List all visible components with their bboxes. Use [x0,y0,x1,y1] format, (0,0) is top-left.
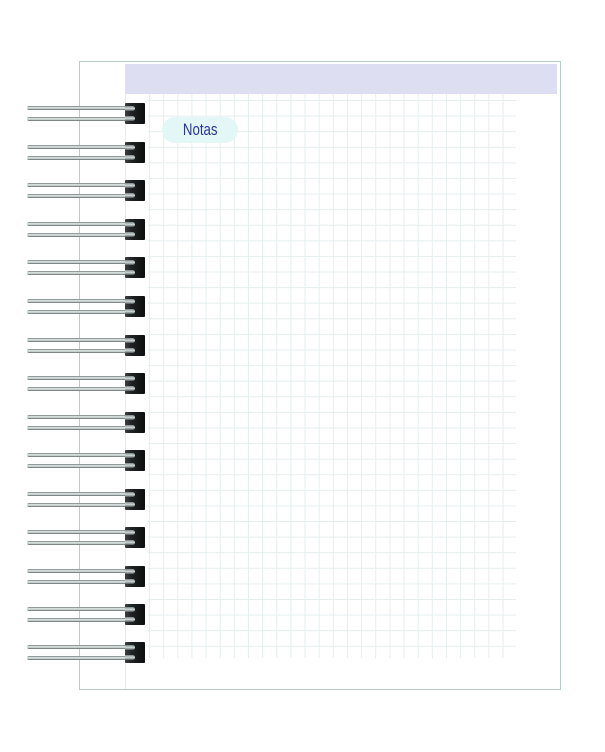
spiral-coil-icon [27,527,147,548]
grid-paper[interactable] [148,94,516,658]
coil-wire-end [125,617,135,622]
coil-hole [125,257,145,278]
coil-wire-end [125,463,135,468]
coil-hole [125,373,145,394]
coil-wire-bottom [27,233,139,237]
coil-wire-end [125,386,135,391]
coil-wire-bottom [27,156,139,160]
spiral-coil-icon [27,604,147,625]
coil-wire-end [125,338,135,343]
coil-wire-bottom [27,194,139,198]
coil-hole [125,103,145,124]
coil-wire-bottom [27,117,139,121]
spiral-coil-icon [27,257,147,278]
coil-hole [125,142,145,163]
spiral-coil-icon [27,219,147,240]
coil-wire-bottom [27,503,139,507]
coil-wire-top [27,338,139,342]
spiral-coil-icon [27,566,147,587]
coil-wire-top [27,415,139,419]
coil-wire-end [125,579,135,584]
coil-wire-top [27,183,139,187]
coil-wire-end [125,655,135,660]
coil-wire-bottom [27,580,139,584]
coil-wire-top [27,530,139,534]
coil-wire-end [125,492,135,497]
coil-wire-end [125,183,135,188]
coil-wire-end [125,309,135,314]
coil-hole [125,335,145,356]
coil-hole [125,642,145,663]
coil-wire-end [125,453,135,458]
coil-wire-end [125,299,135,304]
notes-section-label: Notas [182,120,218,139]
coil-wire-top [27,569,139,573]
coil-wire-top [27,299,139,303]
coil-wire-end [125,569,135,574]
coil-wire-end [125,376,135,381]
coil-wire-bottom [27,349,139,353]
spiral-coil-icon [27,642,147,663]
coil-wire-end [125,607,135,612]
coil-wire-top [27,145,139,149]
coil-hole [125,180,145,201]
spiral-coil-icon [27,412,147,433]
coil-hole [125,296,145,317]
coil-wire-bottom [27,310,139,314]
coil-hole [125,219,145,240]
coil-hole [125,489,145,510]
coil-wire-end [125,145,135,150]
coil-wire-top [27,106,139,110]
coil-wire-bottom [27,618,139,622]
coil-hole [125,527,145,548]
coil-wire-bottom [27,271,139,275]
coil-wire-end [125,155,135,160]
coil-wire-end [125,270,135,275]
coil-wire-top [27,492,139,496]
spiral-coil-icon [27,180,147,201]
spiral-coil-icon [27,142,147,163]
header-band [125,64,557,94]
coil-wire-top [27,453,139,457]
coil-wire-end [125,425,135,430]
coil-wire-top [27,645,139,649]
coil-wire-top [27,607,139,611]
coil-hole [125,450,145,471]
coil-wire-top [27,222,139,226]
spiral-coil-icon [27,335,147,356]
coil-wire-end [125,645,135,650]
spiral-coil-icon [27,373,147,394]
coil-wire-end [125,415,135,420]
spiral-coil-icon [27,296,147,317]
spiral-coil-icon [27,450,147,471]
coil-wire-end [125,530,135,535]
coil-hole [125,412,145,433]
coil-wire-end [125,193,135,198]
coil-wire-end [125,116,135,121]
coil-wire-end [125,232,135,237]
spiral-coil-icon [27,103,147,124]
coil-wire-bottom [27,656,139,660]
coil-wire-bottom [27,426,139,430]
coil-hole [125,566,145,587]
coil-wire-end [125,260,135,265]
coil-wire-bottom [27,464,139,468]
coil-wire-end [125,222,135,227]
coil-hole [125,604,145,625]
coil-wire-end [125,106,135,111]
coil-wire-top [27,376,139,380]
coil-wire-top [27,260,139,264]
coil-wire-bottom [27,541,139,545]
coil-wire-end [125,348,135,353]
spiral-coil-icon [27,489,147,510]
coil-wire-end [125,540,135,545]
notes-section-tag: Notas [162,117,238,143]
coil-wire-end [125,502,135,507]
coil-wire-bottom [27,387,139,391]
